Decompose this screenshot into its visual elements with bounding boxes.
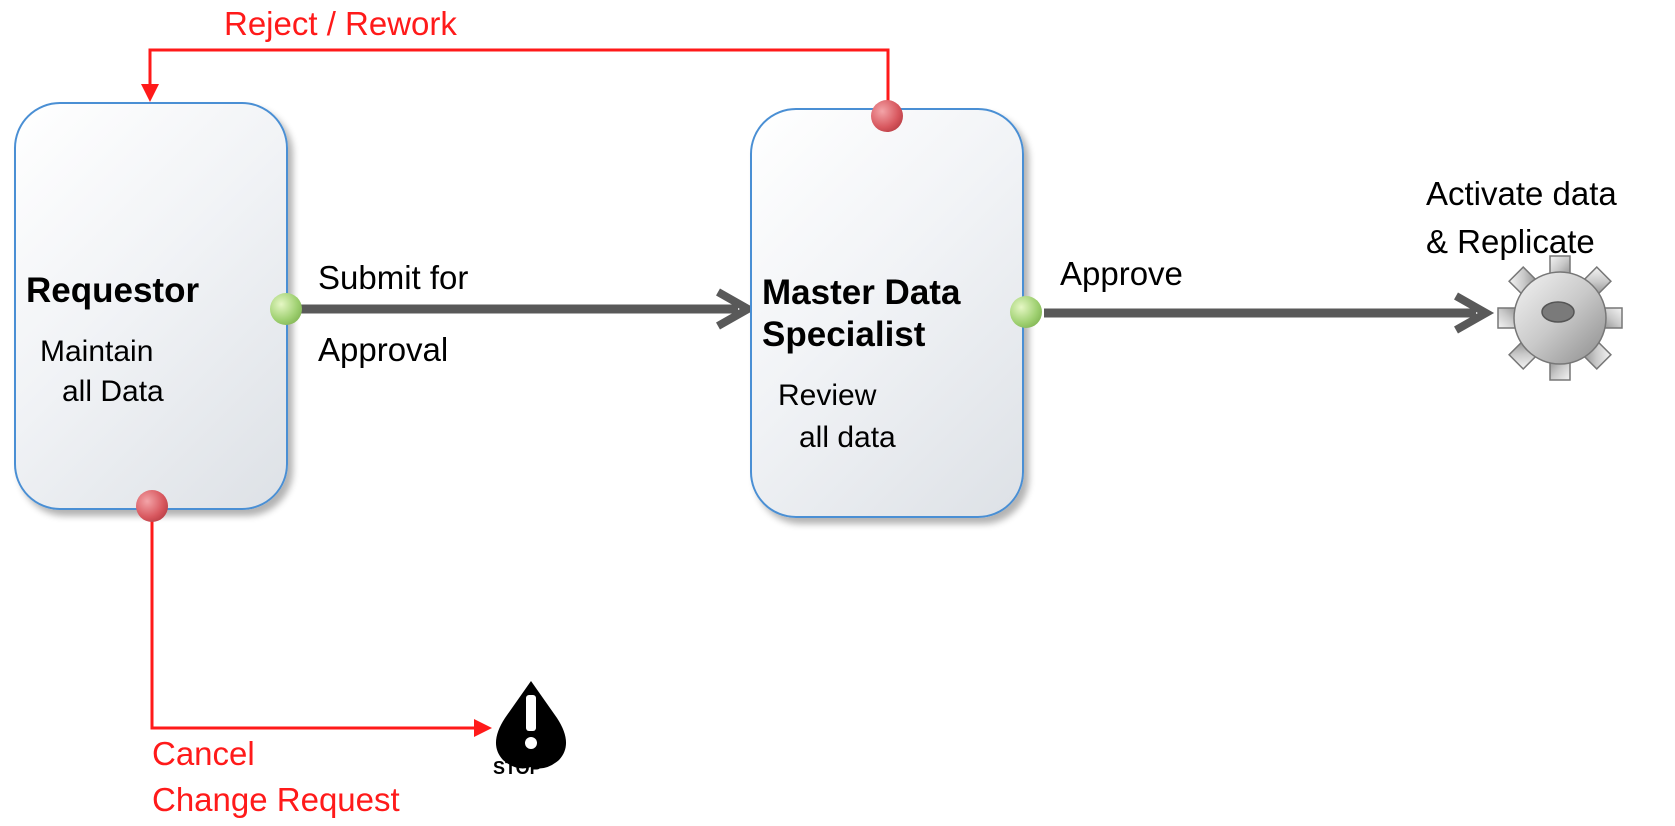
requestor-subtitle-line1: Maintain bbox=[40, 335, 154, 368]
submit-label-line2: Approval bbox=[318, 331, 449, 368]
specialist-subtitle-line1: Review bbox=[778, 379, 877, 412]
specialist-title-line2: Specialist bbox=[762, 315, 926, 354]
submit-arrow bbox=[298, 288, 757, 330]
activate-label-line1: Activate data bbox=[1426, 175, 1617, 212]
specialist-reject-connector[interactable] bbox=[871, 100, 903, 132]
specialist-approve-connector[interactable] bbox=[1010, 296, 1042, 328]
stop-label: STOP bbox=[493, 758, 542, 778]
gear-icon bbox=[1497, 255, 1623, 381]
cancel-label-line1: Cancel bbox=[152, 735, 255, 772]
requestor-subtitle-line2: all Data bbox=[62, 375, 164, 408]
requestor-box[interactable] bbox=[14, 102, 288, 510]
specialist-title-line1: Master Data bbox=[762, 273, 961, 312]
submit-label-line1: Submit for bbox=[318, 259, 469, 296]
cancel-label-line2: Change Request bbox=[152, 781, 400, 818]
approve-arrow bbox=[1044, 292, 1495, 334]
reject-rework-arrow bbox=[141, 48, 890, 116]
requestor-cancel-connector[interactable] bbox=[136, 490, 168, 522]
requestor-submit-connector[interactable] bbox=[270, 293, 302, 325]
approve-label: Approve bbox=[1060, 255, 1183, 292]
cancel-arrow bbox=[150, 510, 492, 737]
specialist-subtitle-line2: all data bbox=[799, 421, 896, 454]
stop-warning-icon bbox=[495, 681, 567, 769]
activate-label-line2: & Replicate bbox=[1426, 223, 1595, 260]
master-data-specialist-box[interactable] bbox=[750, 108, 1024, 518]
reject-rework-label: Reject / Rework bbox=[224, 5, 457, 42]
requestor-title: Requestor bbox=[26, 271, 200, 310]
